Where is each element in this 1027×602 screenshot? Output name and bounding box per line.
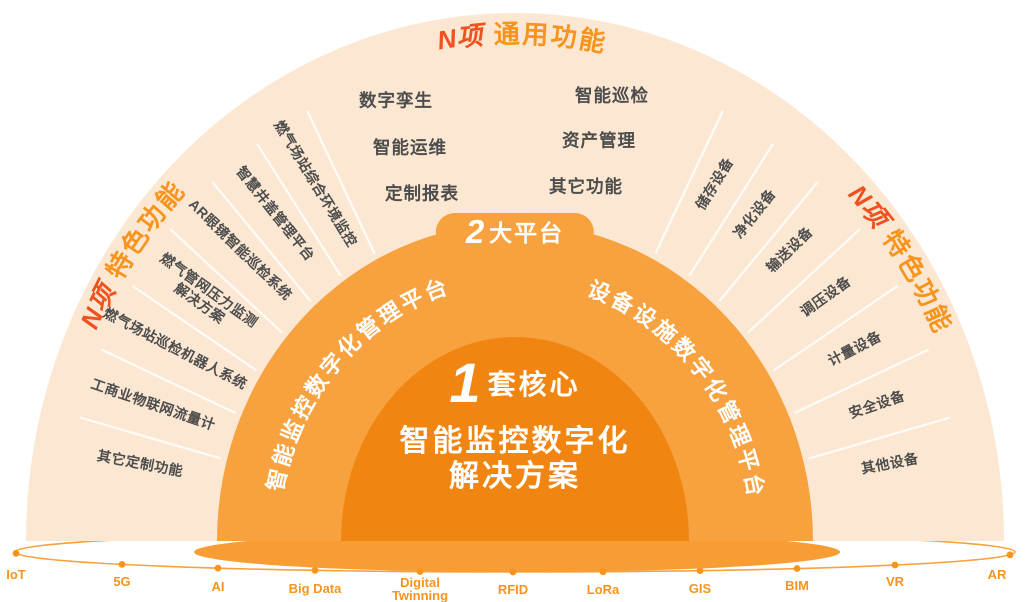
- tech-dot-gis: [696, 567, 704, 574]
- tech-label-gis: GIS: [688, 581, 712, 596]
- tech-label-bim: BIM: [785, 578, 809, 593]
- top-heading-prefix: N项: [435, 20, 489, 56]
- tech-dot-bigdata: [311, 566, 319, 574]
- tech-label-ar: AR: [987, 567, 1007, 582]
- core-heading: 1 套核心: [449, 355, 580, 411]
- ring-divider: [306, 110, 376, 255]
- platforms-badge-number: 2: [465, 212, 485, 250]
- tech-label-lora: LoRa: [586, 582, 620, 597]
- core-title-line1: 智能监控数字化: [399, 425, 631, 458]
- tech-dot-digital-twinning: [416, 568, 424, 575]
- ring-divider: [793, 348, 929, 415]
- tech-dots: [12, 549, 1014, 576]
- tech-dot-lora: [599, 568, 607, 576]
- general-item-4: 智能巡检: [575, 85, 649, 106]
- tech-label-bigdata: Big Data: [288, 581, 342, 596]
- tech-dot-ar: [1006, 551, 1014, 559]
- ring-divider: [211, 181, 312, 302]
- tech-label-vr: VR: [885, 574, 905, 589]
- ring-divider: [747, 228, 861, 334]
- ring-divider: [772, 284, 899, 372]
- ring-divider: [654, 110, 724, 255]
- tech-dot-5g: [118, 561, 126, 568]
- tech-label-ai: AI: [211, 579, 225, 594]
- ring-dividers: [79, 110, 951, 460]
- ring-divider: [101, 348, 237, 415]
- tech-dot-iot: [12, 549, 20, 557]
- general-item-1: 数字孪生: [359, 90, 433, 111]
- ring-divider: [808, 416, 951, 460]
- ring-divider: [169, 228, 283, 334]
- foundation-ellipse: [194, 532, 840, 572]
- ring-divider: [688, 143, 775, 277]
- platforms-badge-suffix: 大平台: [489, 220, 565, 246]
- platforms-badge: 2 大平台: [435, 212, 595, 251]
- general-item-5: 资产管理: [562, 130, 636, 151]
- tech-dot-vr: [891, 561, 899, 569]
- core-suffix: 套核心: [487, 369, 581, 400]
- general-item-2: 智能运维: [373, 137, 447, 158]
- tech-dot-ai: [214, 564, 222, 572]
- tech-label-iot: IoT: [6, 567, 26, 582]
- tech-label-digital-twinning: Digital Twinning: [391, 575, 449, 602]
- ring-divider: [131, 284, 258, 372]
- general-item-6: 其它功能: [549, 176, 623, 197]
- tech-label-5g: 5G: [113, 574, 131, 589]
- ring-divider: [718, 181, 819, 302]
- ring-divider: [79, 416, 222, 460]
- core-number: 1: [449, 351, 481, 414]
- core-semicircle: [341, 337, 689, 541]
- core-title-line2: 解决方案: [449, 460, 581, 493]
- tech-dot-rfid: [509, 568, 517, 576]
- tech-dot-bim: [793, 565, 801, 572]
- tech-label-rfid: RFID: [497, 582, 529, 597]
- ring-divider: [255, 143, 342, 277]
- general-item-3: 定制报表: [385, 183, 459, 204]
